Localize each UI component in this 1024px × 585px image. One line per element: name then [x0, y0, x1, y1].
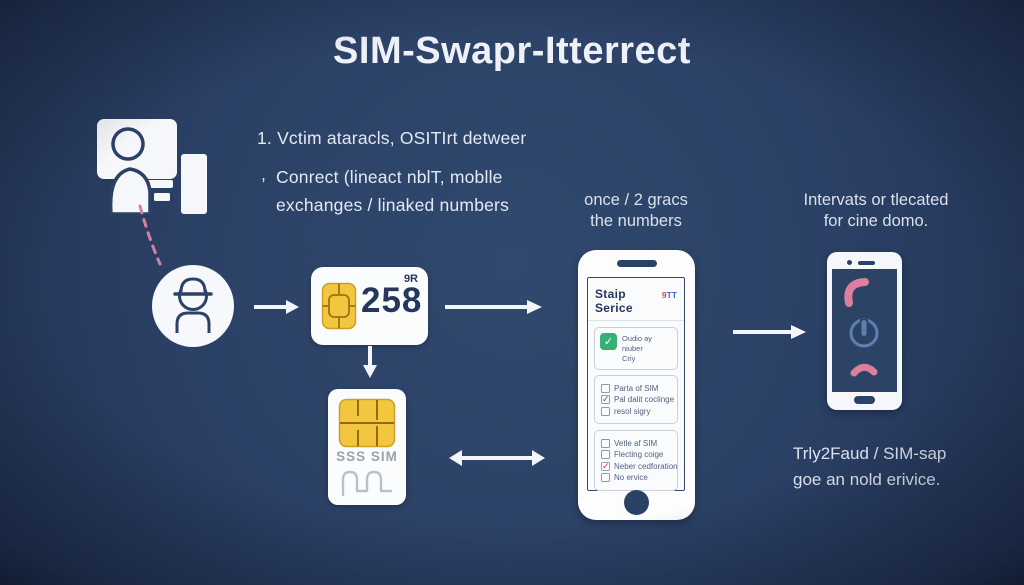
page-title: SIM-Swapr-Itterrect	[333, 30, 691, 72]
checklist-label: Parta of SIM	[614, 383, 659, 393]
arrow-right-icon	[733, 325, 806, 339]
hacker-figure-icon	[173, 277, 213, 333]
service-caption-line1: once / 2 gracs	[584, 191, 688, 209]
note-item-2-line1: Conrect (lineact nblT, moblle	[276, 167, 503, 187]
speaker-slit-icon	[858, 261, 875, 265]
replacement-sim-label: SSS SIM	[336, 449, 398, 464]
screen-header: Staip Serice 9TT	[588, 278, 684, 321]
carrier-label: 9TT	[662, 290, 677, 300]
checkbox-icon	[601, 473, 610, 482]
checklist-label: Pal dalit coclinge	[614, 395, 675, 404]
note-item-1-marker: 1.	[257, 128, 272, 148]
checkbox-icon	[601, 383, 610, 393]
footer-caption-line1: Trly2Faud / SIM-sap	[793, 444, 947, 463]
dashed-connector-line	[138, 204, 162, 266]
sim-chip-icon	[321, 282, 357, 330]
home-button-icon	[624, 490, 649, 515]
checklist-label: Vetle af SIM	[614, 438, 658, 448]
checkbox-icon	[601, 406, 610, 416]
checkbox-icon	[601, 450, 610, 459]
note-item-2-marker: ,	[261, 164, 267, 184]
phone-speaker-slot	[617, 260, 657, 267]
checklist-item: resol sigry	[601, 406, 671, 416]
footer-caption-line2: goe an nold erivice.	[793, 470, 941, 489]
service-phone: Staip Serice 9TT ✓ Oudio ay niuber Criy …	[578, 250, 695, 520]
arrow-down-icon	[363, 346, 377, 378]
checklist-item: Parta of SIM	[601, 383, 671, 393]
phone-handset-down-icon	[850, 363, 878, 377]
checklist-item: Flecting coige	[601, 450, 671, 459]
sim-chip-icon	[338, 398, 396, 448]
service-option-text: Oudio ay niuber Criy	[622, 333, 672, 364]
replacement-sim-card: SSS SIM	[328, 389, 406, 505]
checkbox-icon: ✓	[601, 460, 610, 471]
person-at-computer-icon	[97, 119, 207, 214]
checkbox-icon: ✓	[601, 394, 610, 404]
service-option-card: ✓ Oudio ay niuber Criy	[594, 327, 678, 370]
checklist-item: ✓ Pal dalit coclinge	[601, 394, 675, 404]
checklist-label: Neber cedforation	[614, 461, 678, 471]
call-phone-caption: Intervats or tlecated for cine domo.	[790, 190, 962, 232]
service-option-line2: Criy	[622, 354, 636, 363]
check-badge-icon: ✓	[600, 333, 617, 350]
phone-handset-icon	[844, 278, 869, 307]
note-item-1-text: Vctim ataracls, OSITIrt detweer	[277, 128, 527, 148]
service-caption-line2: the numbers	[590, 212, 682, 230]
carrier-suffix: TT	[666, 290, 677, 300]
service-phone-screen: Staip Serice 9TT ✓ Oudio ay niuber Criy …	[587, 277, 685, 491]
arrow-right-icon	[254, 300, 299, 314]
checklist-label: No ervice	[614, 473, 648, 482]
hacker-avatar-icon	[152, 265, 234, 347]
checklist-label: Flecting coige	[614, 450, 664, 459]
arrow-right-icon	[445, 300, 542, 314]
service-option-line1: Oudio ay niuber	[622, 334, 653, 353]
note-item-1: 1. Vctim ataracls, OSITIrt detweer	[257, 128, 526, 149]
sim-number: 258	[361, 281, 423, 320]
checklist-item: ✓ Neber cedforation	[601, 460, 678, 471]
signature-squiggle-icon	[341, 470, 393, 497]
checklist-label: resol sigry	[614, 406, 651, 416]
checkbox-icon	[601, 438, 610, 448]
note-item-2-line2: exchanges / linaked numbers	[276, 195, 510, 215]
call-screen-icons	[844, 278, 879, 377]
checklist-item: Vetle af SIM	[601, 438, 671, 448]
call-phone	[827, 252, 902, 410]
screen-title: Staip Serice	[595, 287, 633, 315]
call-caption-line2: for cine domo.	[823, 212, 929, 230]
call-phone-screen	[832, 269, 897, 392]
checklist-bottom-box: Vetle af SIM Flecting coige ✓ Neber cedfora…	[594, 430, 678, 491]
arrow-double-icon	[449, 450, 545, 466]
call-caption-line1: Intervats or tlecated	[803, 191, 949, 209]
service-phone-caption: once / 2 gracs the numbers	[557, 190, 715, 232]
home-pill-icon	[854, 396, 875, 404]
checklist-top-box: Parta of SIM ✓ Pal dalit coclinge resol sig…	[594, 375, 678, 424]
camera-dot-icon	[847, 260, 852, 265]
note-item-2: Conrect (lineact nblT, moblle exchanges …	[276, 163, 509, 219]
sim-card: 258 9R	[311, 267, 428, 345]
sim-corner-label: 9R	[403, 273, 418, 285]
footer-caption: Trly2Faud / SIM-sap goe an nold erivice.	[793, 441, 978, 493]
checklist-item: No ervice	[601, 473, 671, 482]
